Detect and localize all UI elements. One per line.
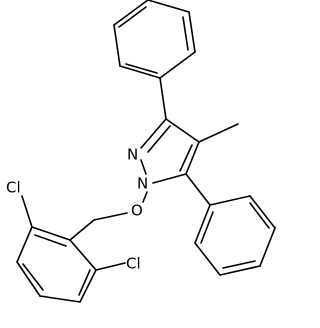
bond-right-6 [194, 204, 211, 244]
bond-top-4 [113, 0, 149, 26]
bond-c4-c5 [185, 141, 200, 175]
bond-right-2 [249, 195, 276, 229]
bond-dcp-d1 [34, 234, 67, 247]
atom-label-chlorine-top: Cl [6, 179, 21, 197]
bond-top-5 [113, 24, 121, 67]
bond-right-d3 [200, 211, 214, 244]
bond-dcp-2 [16, 226, 33, 263]
pyrazole-ring [140, 118, 200, 184]
bond-dcp-6 [69, 239, 97, 271]
bond-top-d1 [182, 16, 189, 51]
phenyl-ring-top [113, 0, 196, 120]
bond-n2-c3 [140, 118, 167, 149]
bond-c-cl-bottom [95, 262, 126, 271]
atom-label-chlorine-bottom: Cl [126, 255, 141, 273]
atom-label-n-ring: N [127, 146, 138, 164]
bond-dcp-3 [16, 261, 41, 297]
bond-n2-c3-double [147, 125, 171, 153]
bond-c5-n1 [152, 173, 187, 184]
atom-label-n-substituted: N [137, 175, 148, 193]
bond-c4-c5-double [179, 144, 193, 172]
bond-dcp-1 [31, 226, 71, 241]
bond-top-1 [159, 51, 196, 79]
bond-n1-o [142, 191, 148, 203]
bond-top-2 [188, 11, 196, 53]
bond-top-d3 [125, 63, 158, 74]
bond-o-ch2 [93, 212, 128, 221]
bond-c5-ipso-right [185, 173, 211, 206]
bond-right-d1 [249, 202, 270, 229]
bond-n1-n2 [140, 159, 147, 175]
bond-methyl [198, 123, 239, 143]
atom-label-oxygen: O [131, 202, 143, 220]
bond-right-3 [259, 227, 276, 267]
bond-c-cl-top [21, 195, 33, 228]
bond-dcp-d2 [22, 263, 44, 291]
bond-top-6 [119, 65, 161, 79]
bond-dcp-d3 [78, 269, 91, 296]
bond-top-d2 [118, 6, 147, 28]
bond-c3-c4 [165, 118, 200, 143]
structure-diagram: N N O Cl Cl [6, 0, 276, 303]
phenyl-ring-right [185, 173, 276, 276]
bond-dcp-4 [39, 295, 81, 303]
bond-right-5 [194, 242, 221, 276]
bond-right-d2 [222, 260, 256, 269]
dichlorophenyl-ring [16, 195, 126, 303]
bond-right-4 [219, 265, 261, 276]
bond-dcp-5 [79, 269, 97, 303]
bond-ch2-ipso [69, 219, 95, 241]
bond-c3-ipso-top [159, 77, 167, 120]
bond-top-3 [147, 0, 190, 13]
bond-right-1 [209, 195, 251, 206]
